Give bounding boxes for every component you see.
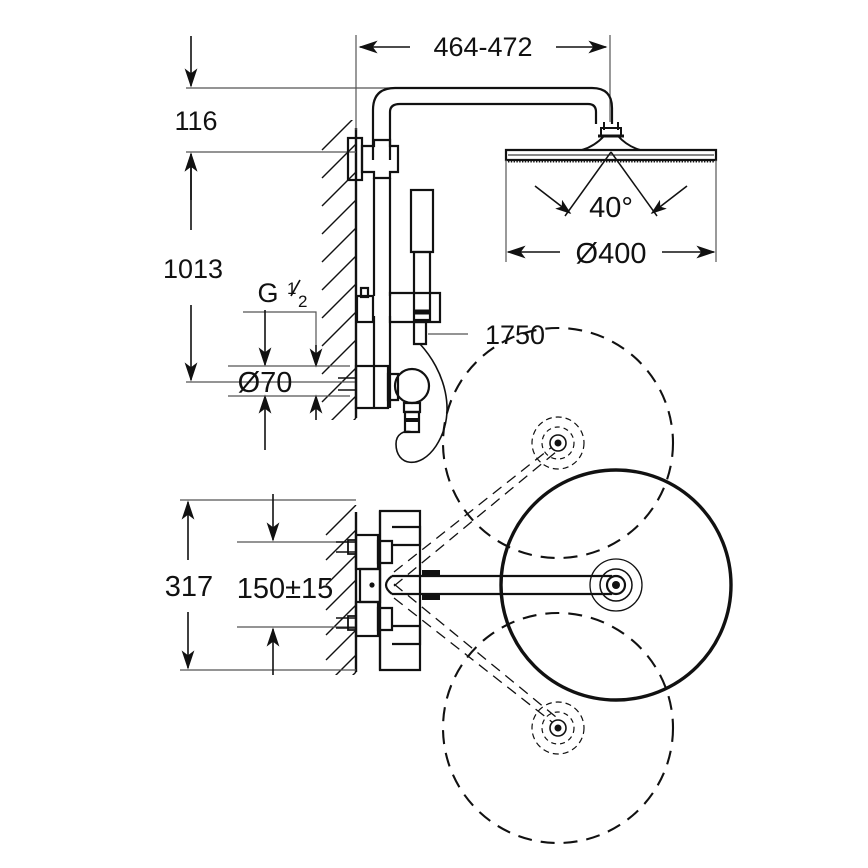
thread-numerator-text: 1 <box>287 279 296 298</box>
flange-diameter-text: Ø70 <box>238 367 293 399</box>
thread-size-label: G 1 2 <box>243 278 317 345</box>
extension-lines-upper <box>186 35 611 383</box>
spray-circle-up <box>393 326 675 587</box>
thermostat-valve-section <box>336 509 422 672</box>
thread-size-text: G <box>257 278 278 308</box>
hand-shower <box>409 188 435 322</box>
valve-centres-text: 150±15 <box>237 573 334 605</box>
arm-projection-dimension: 464-472 <box>358 32 608 62</box>
head-drop-text: 116 <box>174 106 217 136</box>
top-wall-bracket <box>346 136 400 182</box>
riser-rail <box>372 178 392 408</box>
thread-denominator-text: 2 <box>298 292 307 311</box>
valve-overall-dimension: 317 <box>165 500 213 670</box>
hose-length-text: 1750 <box>485 320 545 350</box>
slider-holder <box>355 286 442 346</box>
wall-upper <box>321 120 358 420</box>
arm-projection-text: 464-472 <box>433 32 532 62</box>
spray-circle-down <box>393 583 675 845</box>
shower-hose <box>395 343 448 464</box>
valve-overall-text: 317 <box>165 571 213 603</box>
head-diameter-text: Ø400 <box>576 238 647 270</box>
flange-diameter-dimension: Ø70 <box>228 310 350 450</box>
spray-angle-label: 40° <box>534 151 688 224</box>
head-drop-dimension: 116 <box>174 36 218 200</box>
valve-centres-dimension: 150±15 <box>237 494 334 675</box>
shower-arm <box>371 86 614 160</box>
spray-circle-centre <box>499 468 733 702</box>
spray-angle-text: 40° <box>589 192 633 224</box>
inlet-height-dimension: 1013 <box>163 152 223 382</box>
inlet-height-text: 1013 <box>163 254 223 284</box>
spray-coverage-plan <box>393 326 733 845</box>
hose-length-label: 1750 <box>428 320 545 350</box>
head-diameter-dimension: Ø400 <box>505 160 717 270</box>
shower-head <box>504 122 718 163</box>
thermostat-body-upper <box>338 364 431 434</box>
